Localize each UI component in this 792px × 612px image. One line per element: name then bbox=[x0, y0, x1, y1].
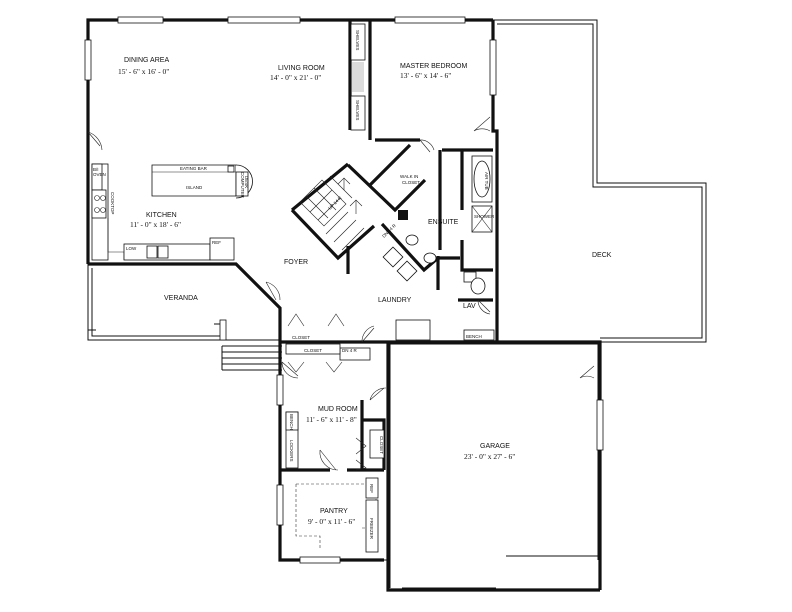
windows bbox=[84, 16, 604, 564]
air-tub-label: AIR TUB bbox=[484, 172, 489, 190]
lav-name: LAV bbox=[463, 303, 476, 310]
dining-dims: 15' - 6" x 16' - 0" bbox=[118, 67, 169, 76]
walls bbox=[86, 18, 602, 592]
foyer-name: FOYER bbox=[284, 259, 308, 266]
bench-label: BENCH bbox=[466, 334, 482, 339]
shelves-fixtures bbox=[350, 23, 366, 131]
lockers-label: LOCKERS bbox=[289, 440, 294, 462]
pantry-dims: 9' - 0" x 11' - 6" bbox=[308, 517, 355, 526]
mudroom-dims: 11' - 6" x 11' - 8" bbox=[306, 415, 357, 424]
shower-label: SHOWER bbox=[474, 214, 495, 219]
shelves-label-top: SHELVES bbox=[355, 30, 360, 50]
mudroom-fixtures bbox=[285, 343, 385, 553]
laundry-name: LAUNDRY bbox=[378, 297, 412, 304]
living-name: LIVING ROOM bbox=[278, 65, 325, 72]
outline-lines bbox=[87, 19, 707, 589]
doors bbox=[87, 116, 595, 471]
stair-up-label: UP 14 R bbox=[327, 195, 343, 211]
bi-oven-label-1: B/I bbox=[93, 167, 99, 172]
closet-label-mud-side: CLOSET bbox=[379, 436, 384, 454]
ensuite-name: ENSUITE bbox=[428, 219, 459, 226]
kitchen-dims: 11' - 0" x 18' - 6" bbox=[130, 220, 181, 229]
garage-name: GARAGE bbox=[480, 443, 510, 450]
living-dims: 14' - 0" x 21' - 0" bbox=[270, 73, 321, 82]
veranda-name: VERANDA bbox=[164, 295, 198, 302]
shelves-label-bottom: SHELVES bbox=[355, 100, 360, 120]
dn-label: DN 4 R bbox=[342, 348, 358, 353]
computer-desk-label-2: DESK bbox=[244, 176, 249, 188]
master-dims: 13' - 6" x 14' - 6" bbox=[400, 71, 451, 80]
closet-label-foyer: CLOSET bbox=[292, 335, 310, 340]
ref-label: REF bbox=[212, 240, 221, 245]
master-name: MASTER BEDROOM bbox=[400, 63, 467, 70]
eating-bar-label: EATING BAR bbox=[180, 166, 208, 171]
island-label: ISLAND bbox=[186, 185, 203, 190]
low-label: LOW bbox=[126, 246, 137, 251]
veranda-steps bbox=[221, 345, 282, 371]
dining-name: DINING AREA bbox=[124, 57, 169, 64]
bi-oven-label-2: OVEN bbox=[93, 172, 106, 177]
walk-in-closet-label-1: WALK IN bbox=[400, 174, 418, 179]
bench-label-mud: BENCH bbox=[289, 414, 294, 430]
room-labels: DINING AREA 15' - 6" x 16' - 0" LIVING R… bbox=[118, 57, 612, 526]
pantry-name: PANTRY bbox=[320, 508, 348, 515]
garage-dims: 23' - 0" x 27' - 6" bbox=[464, 452, 515, 461]
bath-fixtures bbox=[382, 155, 495, 341]
kitchen-fixtures bbox=[91, 163, 253, 261]
stairs bbox=[299, 175, 408, 251]
closet-label-mud: CLOSET bbox=[304, 348, 322, 353]
computer-desk-label-1: COMPUTER bbox=[240, 172, 245, 199]
ref-pantry-label: REF bbox=[369, 484, 374, 493]
walk-in-closet-label-2: CLOSET bbox=[402, 180, 420, 185]
kitchen-name: KITCHEN bbox=[146, 212, 177, 219]
deck-name: DECK bbox=[592, 252, 612, 259]
mudroom-name: MUD ROOM bbox=[318, 406, 358, 413]
freezer-label: FREEZER bbox=[369, 518, 374, 540]
cooktop-label: COOKTOP bbox=[110, 192, 115, 214]
